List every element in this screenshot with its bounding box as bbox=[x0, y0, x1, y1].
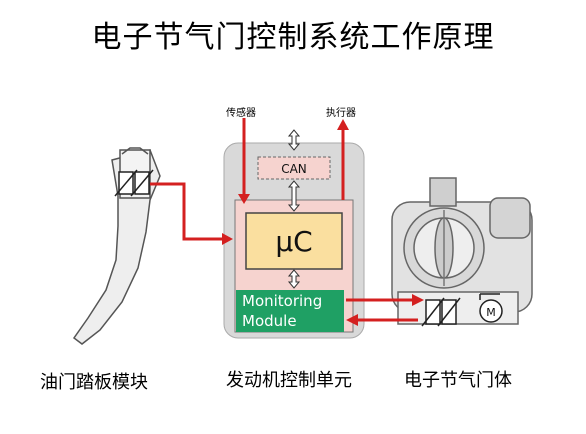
throttle-body-label: 电子节气门体 bbox=[404, 370, 512, 391]
ecu-label: 发动机控制单元 bbox=[226, 370, 352, 391]
motor-symbol: M bbox=[486, 306, 496, 319]
ecu-to-throttle-arrow bbox=[346, 294, 424, 306]
microcontroller-block bbox=[245, 212, 343, 270]
pedal-module-label: 油门踏板模块 bbox=[40, 372, 148, 393]
can-uc-arrow bbox=[287, 180, 301, 212]
pedal-sensor-icon bbox=[114, 169, 154, 197]
throttle-sensor-icon bbox=[421, 297, 461, 327]
sensor-label: 传感器 bbox=[226, 108, 256, 119]
sensor-arrow bbox=[238, 118, 250, 204]
monitoring-label-line2: Module bbox=[242, 312, 297, 330]
uc-monitor-arrow bbox=[287, 269, 301, 289]
actuator-arrow bbox=[337, 119, 349, 200]
monitoring-module-block bbox=[236, 290, 344, 332]
diagram-title: 电子节气门控制系统工作原理 bbox=[91, 20, 495, 55]
pedal-signal-arrowhead bbox=[222, 233, 233, 245]
bus-arrow-top bbox=[287, 129, 301, 151]
actuator-label: 执行器 bbox=[326, 108, 356, 119]
pedal-signal-arrow bbox=[150, 182, 224, 241]
microcontroller-label: μC bbox=[275, 225, 312, 258]
throttle-to-ecu-arrow bbox=[346, 314, 418, 326]
monitoring-label-line1: Monitoring bbox=[242, 292, 322, 310]
can-block bbox=[257, 156, 331, 180]
can-label: CAN bbox=[281, 162, 307, 176]
motor-icon bbox=[479, 293, 503, 323]
